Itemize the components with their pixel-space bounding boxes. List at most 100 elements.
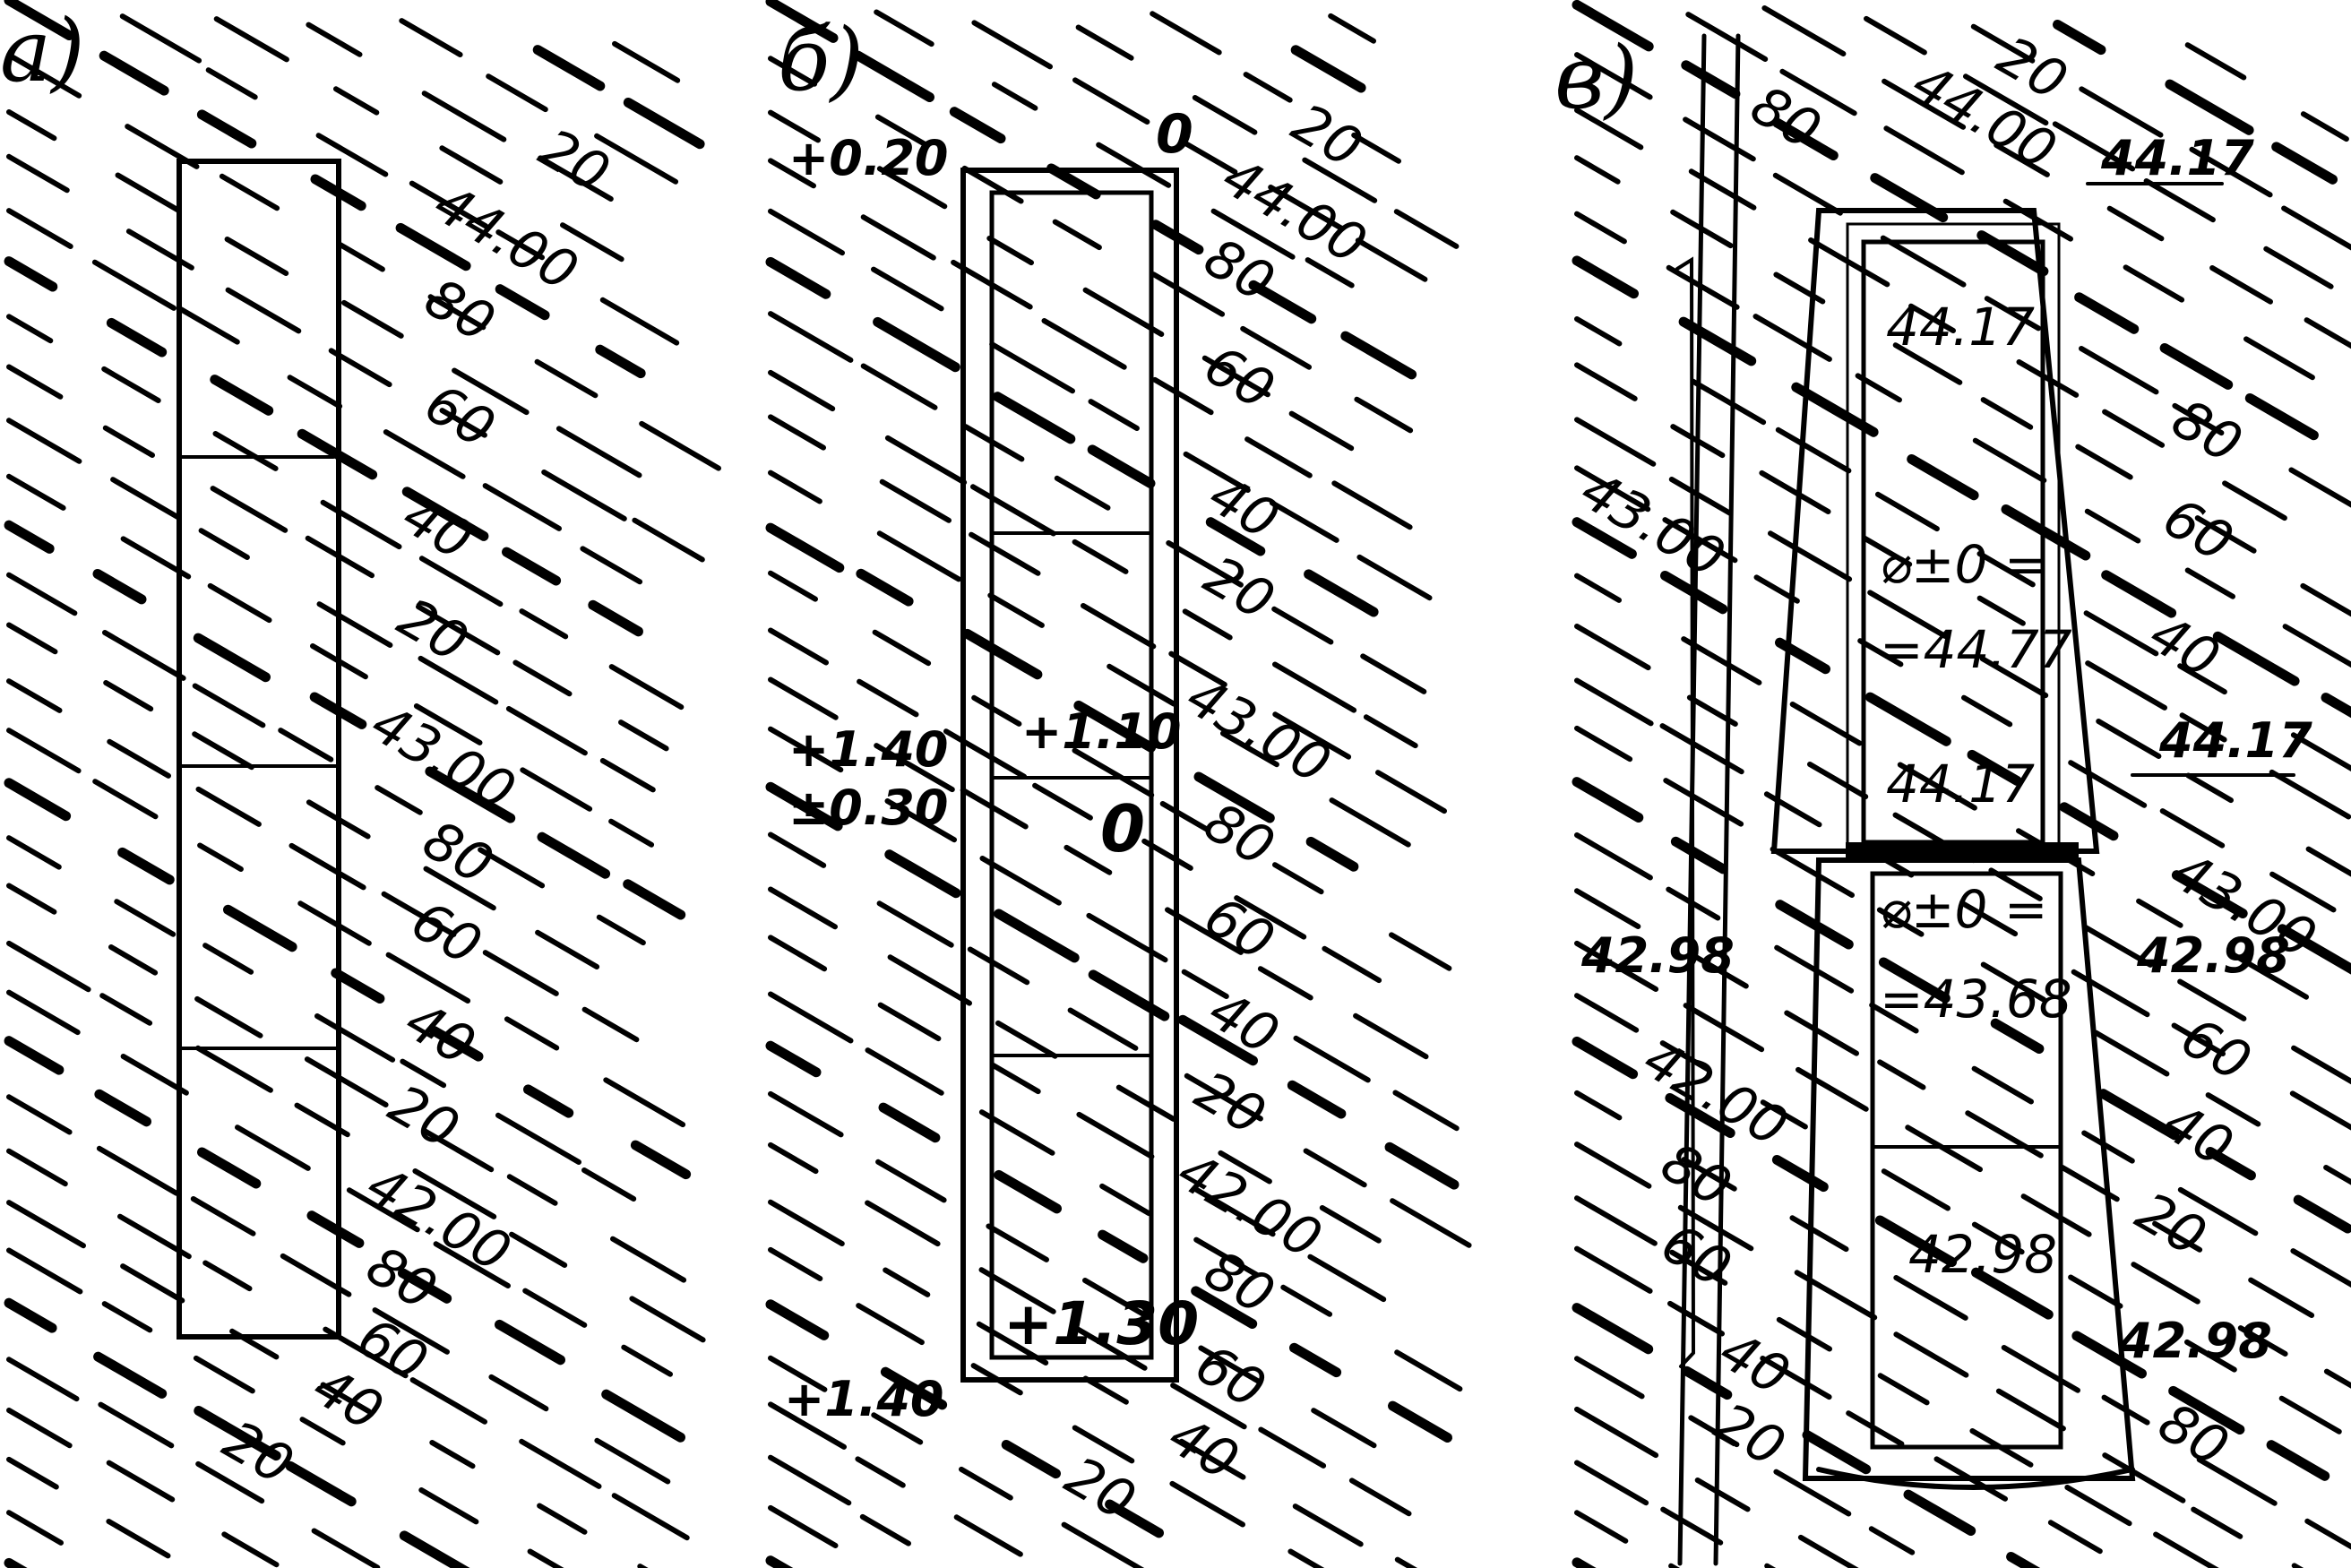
contour-dash	[1072, 77, 1150, 125]
contour-dash	[581, 1006, 640, 1043]
contour-dash	[315, 133, 389, 177]
contour-dash	[505, 706, 588, 756]
contour-dash	[1892, 342, 1963, 385]
contour-dash	[874, 114, 930, 148]
contour-dash	[1877, 1373, 1930, 1406]
elevation-mark: +1.40	[784, 1371, 943, 1427]
contour-dash	[1807, 762, 1869, 800]
contour-dash	[429, 1026, 484, 1062]
contour-dash	[6, 473, 66, 511]
contour-dash	[765, 1040, 822, 1078]
contour-dash	[953, 1514, 1023, 1557]
contour-dash	[610, 1236, 687, 1283]
contour-dash	[2102, 409, 2166, 448]
contour-dash	[1394, 1349, 1463, 1392]
contour-dash	[2300, 582, 2351, 617]
floor-level-upper: ⌀±0 = =44.77	[1880, 534, 2072, 680]
contour-dash	[306, 22, 363, 57]
contour-dash	[495, 284, 550, 321]
contour-dash	[1846, 1410, 1905, 1447]
contour-label: 40	[1158, 1404, 1249, 1493]
contour-dash	[196, 109, 257, 149]
contour-dash	[1205, 517, 1266, 556]
contour-dash	[1867, 590, 1948, 639]
contour-dash	[4, 778, 72, 822]
contour-dash	[2172, 402, 2225, 436]
contour-dash	[6, 1148, 68, 1187]
contour-dash	[278, 728, 334, 762]
contour-dash	[1808, 237, 1890, 288]
contour-dash	[768, 570, 818, 602]
contour-dash	[884, 435, 968, 486]
contour-dash	[1775, 900, 1854, 950]
contour-dash	[2205, 1092, 2261, 1127]
contour-label: 40	[1199, 978, 1289, 1067]
contour-dash	[1152, 376, 1214, 416]
contour-dash	[2304, 317, 2351, 349]
contour-dash	[413, 703, 483, 745]
contour-dash	[603, 1077, 686, 1128]
contour-dash	[1269, 500, 1339, 543]
contour-dash	[2184, 567, 2235, 599]
contour-dash	[1052, 219, 1102, 251]
contour-dash	[596, 914, 646, 946]
contour-dash	[608, 664, 685, 711]
contour-dash	[560, 222, 624, 263]
contour-dash	[618, 719, 669, 752]
contour-dash	[595, 344, 646, 379]
contour-dash	[331, 968, 385, 1004]
contour-dash	[1181, 969, 1229, 999]
contour-dash	[1201, 355, 1270, 398]
contour-dash	[2047, 1520, 2103, 1555]
contour-dash	[6, 109, 57, 142]
contour-dash	[1574, 1142, 1652, 1189]
contour-label: 80	[1194, 226, 1285, 314]
contour-dash	[1075, 24, 1134, 61]
contour-dash	[1178, 1438, 1246, 1480]
contour-dash	[865, 1047, 944, 1096]
contour-dash	[532, 45, 606, 91]
contour-dash	[1182, 608, 1233, 641]
contour-label: 43.00	[361, 692, 526, 823]
contour-dash	[1574, 1460, 1649, 1506]
contour-dash	[1861, 535, 1913, 567]
contour-dash	[1257, 966, 1313, 1001]
contour-dash	[1752, 314, 1832, 362]
contour-dash	[197, 842, 244, 872]
contour-dash	[412, 1168, 497, 1219]
contour-dash	[2020, 1193, 2092, 1237]
contour-label: 40	[2140, 602, 2230, 691]
contour-dash	[1574, 573, 1622, 603]
contour-dash	[219, 173, 280, 211]
contour-dash	[192, 683, 266, 728]
contour-dash	[865, 1200, 941, 1247]
contour-dash	[992, 392, 1076, 444]
contour-dash	[2006, 1552, 2041, 1568]
contour-dash	[346, 1187, 420, 1233]
contour-dash	[4, 1297, 57, 1333]
contour-dash	[768, 1246, 823, 1281]
contour-dash	[768, 158, 816, 189]
contour-dash	[1354, 396, 1414, 434]
contour-dash	[1353, 1012, 1429, 1060]
contour-dash	[1857, 638, 1904, 668]
contour-dash	[306, 1210, 365, 1248]
contour-dash	[106, 1460, 176, 1503]
contour-dash	[1271, 606, 1334, 645]
contour-dash	[4, 1557, 28, 1568]
panel-a-label: а)	[0, 1, 85, 101]
contour-dash	[2321, 693, 2351, 719]
contour-dash	[4, 1036, 65, 1075]
contour-dash	[202, 943, 254, 975]
contour-dash	[1574, 465, 1651, 513]
contour-dash	[1340, 331, 1417, 380]
contour-dash	[427, 294, 487, 331]
contour-dash	[994, 909, 1080, 963]
contour-dash	[482, 483, 562, 531]
contour-dash	[1874, 1215, 1958, 1267]
floor-level-lower: ⌀±0 = =43.68	[1880, 879, 2072, 1030]
contour-dash	[2189, 146, 2273, 198]
contour-dash	[6, 989, 81, 1036]
contour-dash	[1572, 517, 1637, 559]
